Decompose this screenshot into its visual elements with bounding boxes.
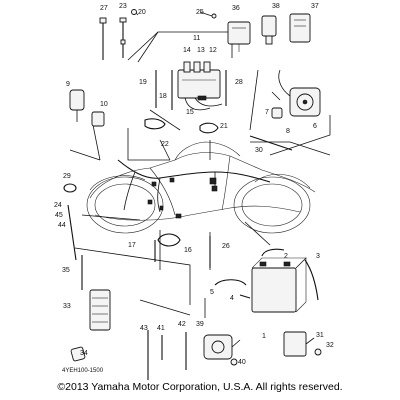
label-16: 16 xyxy=(184,247,192,254)
label-10: 10 xyxy=(100,101,108,108)
label-36: 36 xyxy=(232,5,240,12)
label-41: 41 xyxy=(157,325,165,332)
part-33-rectifier xyxy=(89,289,111,331)
label-39: 39 xyxy=(196,321,204,328)
part-3-cable xyxy=(304,259,319,301)
label-22: 22 xyxy=(161,141,169,148)
label-31: 31 xyxy=(316,332,324,339)
label-9: 9 xyxy=(66,81,70,88)
label-18: 18 xyxy=(159,93,167,100)
part-1-battery xyxy=(251,257,307,313)
label-26: 26 xyxy=(222,243,230,250)
label-17: 17 xyxy=(128,242,136,249)
label-40: 40 xyxy=(238,359,246,366)
part-39-relay xyxy=(203,334,241,360)
part-5-band xyxy=(214,279,247,286)
part-23-bolt xyxy=(119,17,127,58)
label-1: 1 xyxy=(262,333,266,340)
label-23: 23 xyxy=(119,3,127,10)
label-42: 42 xyxy=(178,321,186,328)
part-40-cap xyxy=(230,358,238,366)
part-number-labels: 27 23 20 25 36 38 37 11 14 13 12 19 18 1… xyxy=(54,3,334,366)
part-2-battery-band xyxy=(261,248,285,257)
part-36-relay xyxy=(227,21,251,52)
label-32: 32 xyxy=(326,342,334,349)
label-11: 11 xyxy=(193,35,200,42)
label-34: 34 xyxy=(80,350,88,357)
label-5: 5 xyxy=(210,289,214,296)
label-30: 30 xyxy=(255,147,263,154)
part-32-cap xyxy=(314,348,322,356)
label-8: 8 xyxy=(286,128,290,135)
label-35: 35 xyxy=(62,267,70,274)
label-12: 12 xyxy=(209,47,217,54)
label-45: 45 xyxy=(55,212,63,219)
part-21-clamp xyxy=(199,122,219,134)
label-43: 43 xyxy=(140,325,148,332)
label-24: 24 xyxy=(54,202,62,209)
part-31-relay xyxy=(283,331,315,357)
part-6-main-switch xyxy=(278,69,321,117)
label-7: 7 xyxy=(265,109,269,116)
label-3: 3 xyxy=(316,253,320,260)
part-9-switch xyxy=(69,89,85,122)
reference-code: 4YEH100-1500 xyxy=(62,368,104,374)
label-33: 33 xyxy=(63,303,71,310)
label-4: 4 xyxy=(230,295,234,302)
copyright-notice: ©2013 Yamaha Motor Corporation, U.S.A. A… xyxy=(57,381,342,393)
wiring-harness xyxy=(117,159,271,219)
label-15: 15 xyxy=(186,109,194,116)
part-45-bolt xyxy=(67,204,77,261)
label-27: 27 xyxy=(100,5,108,12)
label-19: 19 xyxy=(139,79,147,86)
label-38: 38 xyxy=(272,3,280,10)
part-30-cable xyxy=(249,135,293,151)
label-20: 20 xyxy=(138,9,146,16)
part-38-relay xyxy=(261,15,277,45)
label-37: 37 xyxy=(311,3,319,10)
label-13: 13 xyxy=(197,47,205,54)
part-20-screw xyxy=(131,9,139,16)
part-16-clamp xyxy=(157,233,181,247)
label-21: 21 xyxy=(220,123,228,130)
label-25: 25 xyxy=(196,9,204,16)
part-37-module xyxy=(289,13,311,43)
label-6: 6 xyxy=(313,123,317,130)
label-29: 29 xyxy=(63,173,71,180)
part-7-cap xyxy=(271,107,283,119)
part-25-screw xyxy=(199,11,217,19)
part-29-clip xyxy=(63,183,77,193)
part-4-bolt xyxy=(239,294,251,299)
part-27-bolt xyxy=(99,17,107,60)
part-22-clamp xyxy=(144,118,166,130)
part-11-fuse-box xyxy=(177,61,223,111)
label-44: 44 xyxy=(58,222,66,229)
part-10-connector xyxy=(91,111,105,127)
label-14: 14 xyxy=(183,47,191,54)
motorcycle-outline xyxy=(86,141,316,234)
label-2: 2 xyxy=(284,253,288,260)
part-34-connector xyxy=(70,346,86,362)
label-28: 28 xyxy=(235,79,243,86)
part-8-bolt xyxy=(271,91,281,101)
